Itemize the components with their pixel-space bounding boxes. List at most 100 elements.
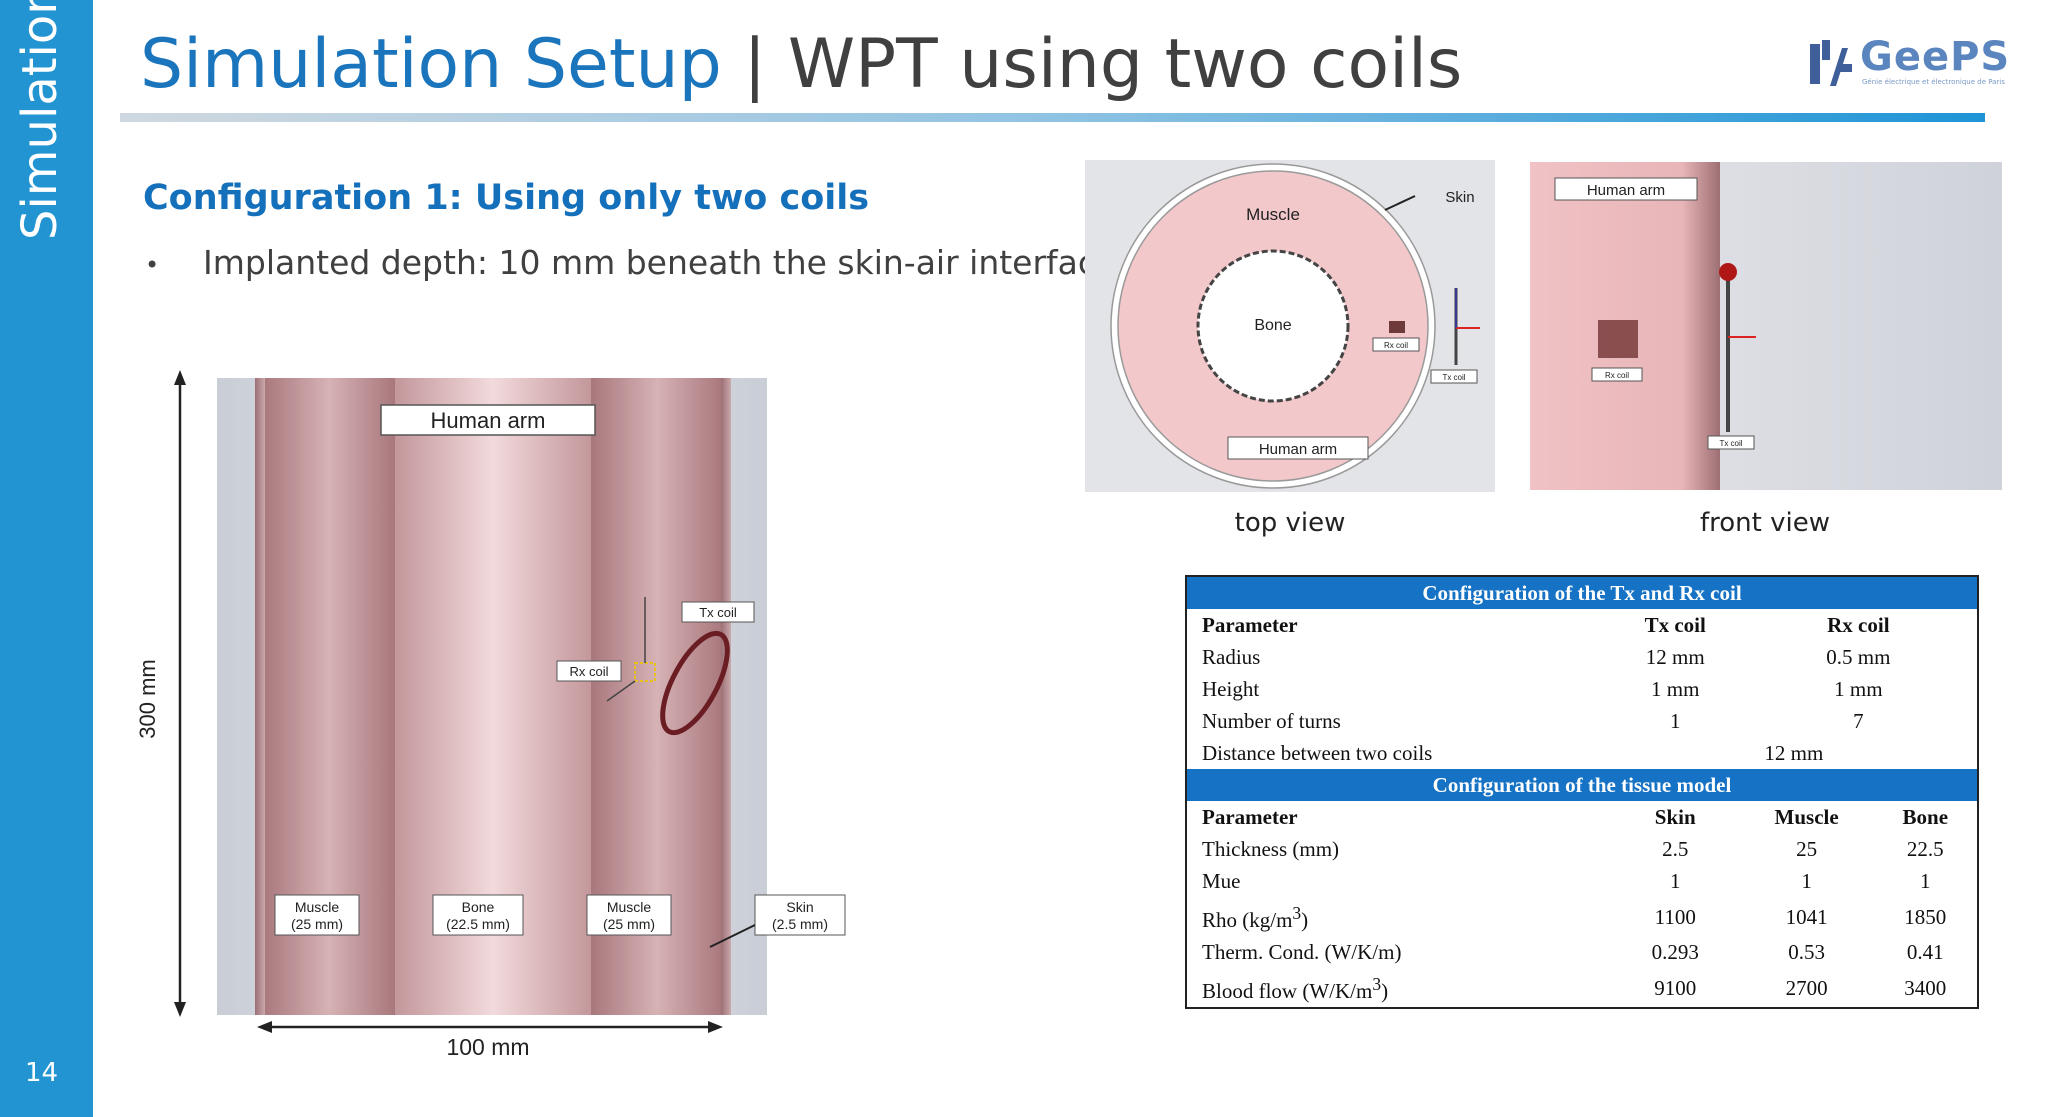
layer-label-size: (22.5 mm)	[446, 916, 510, 932]
arm-height-dimension: 300 mm	[135, 659, 160, 738]
param-superscript: 3	[1292, 903, 1302, 923]
table-row: Rho (kg/m3) 1100 1041 1850	[1186, 897, 1978, 936]
top-label-human-arm: Human arm	[1259, 441, 1337, 458]
coil-header-row: Parameter Tx coil Rx coil	[1186, 609, 1978, 641]
arm-label-tx-coil: Tx coil	[699, 605, 737, 620]
table-cell: Radius	[1202, 645, 1261, 669]
table-cell: 0.41	[1906, 940, 1944, 964]
arm-label-human-arm: Human arm	[431, 408, 546, 433]
table-row: Height 1 mm 1 mm	[1186, 673, 1978, 705]
top-label-tx-coil: Tx coil	[1442, 373, 1465, 382]
table-cell: 12 mm	[1645, 645, 1705, 669]
logo-subtitle: Génie électrique et électronique de Pari…	[1862, 78, 2005, 86]
tissue-header-skin: Skin	[1654, 805, 1696, 829]
arm-label-rx-coil: Rx coil	[569, 664, 608, 679]
table-cell: 0.5 mm	[1826, 645, 1891, 669]
top-label-muscle: Muscle	[1246, 205, 1300, 224]
table-row: Number of turns 1 7	[1186, 705, 1978, 737]
top-view-figure: Muscle Bone Skin Human arm Rx coil Tx co…	[1085, 160, 1495, 492]
tissue-header-muscle: Muscle	[1774, 805, 1839, 829]
table-cell: 0.53	[1788, 940, 1825, 964]
table-cell: 9100	[1654, 975, 1697, 1000]
table-row: Mue 1 1 1	[1186, 865, 1978, 897]
front-view-caption: front view	[1700, 508, 1830, 538]
table-cell: Thickness (mm)	[1202, 837, 1340, 861]
layer-label-name: Muscle	[295, 899, 340, 915]
page-title: Simulation Setup | WPT using two coils	[140, 20, 1462, 110]
header-divider	[120, 113, 1985, 122]
section-heading: Configuration 1: Using only two coils	[143, 178, 870, 218]
bullet-item: • Implanted depth: 10 mm beneath the skin…	[145, 243, 1116, 282]
table-cell: 1041	[1785, 904, 1828, 929]
tissue-header-parameter: Parameter	[1202, 805, 1298, 829]
sidebar: Simulation 14	[0, 0, 93, 1117]
table-row: Therm. Cond. (W/K/m) 0.293 0.53 0.41	[1186, 936, 1978, 968]
table-cell: 1	[1669, 709, 1681, 733]
param-tail: )	[1301, 908, 1309, 932]
arm-width-dimension: 100 mm	[446, 1034, 529, 1060]
bullet-text: Implanted depth: 10 mm beneath the skin-…	[203, 243, 1117, 282]
distance-label: Distance between two coils	[1202, 741, 1433, 765]
table-cell: 3400	[1904, 975, 1947, 1000]
layer-label-size: (2.5 mm)	[772, 916, 828, 932]
table-cell: 2700	[1785, 975, 1828, 1000]
tissue-header-row: Parameter Skin Muscle Bone	[1186, 801, 1978, 833]
title-part1: Simulation Setup	[140, 25, 722, 104]
table-cell: Blood flow (W/K/m3)	[1186, 968, 1611, 1008]
table-row: Thickness (mm) 2.5 25 22.5	[1186, 833, 1978, 865]
top-label-rx-coil: Rx coil	[1384, 341, 1408, 350]
distance-value: 12 mm	[1764, 741, 1824, 765]
geeps-logo-mark-icon	[1810, 40, 1852, 86]
layer-label-name: Muscle	[607, 899, 652, 915]
arm-model-figure: Human arm Tx coil Rx coil 300 mm 100 mm …	[135, 370, 846, 1060]
param-superscript: 3	[1372, 974, 1382, 994]
title-part2: WPT using two coils	[787, 25, 1463, 104]
table-cell: 1	[1920, 869, 1931, 893]
table-cell: 1 mm	[1651, 677, 1700, 701]
table-cell: Therm. Cond. (W/K/m)	[1202, 940, 1402, 964]
front-label-human-arm: Human arm	[1587, 182, 1665, 199]
sidebar-label: Simulation	[12, 0, 68, 240]
param-text: Blood flow (W/K/m	[1202, 979, 1373, 1003]
table-cell: 1	[1669, 869, 1681, 893]
layer-label-name: Skin	[786, 899, 813, 915]
table-cell: 1100	[1654, 904, 1696, 929]
table-row: Blood flow (W/K/m3) 9100 2700 3400	[1186, 968, 1978, 1008]
table-cell: Rho (kg/m3)	[1186, 897, 1611, 936]
coil-header-rx: Rx coil	[1827, 613, 1890, 637]
tissue-header-bone: Bone	[1902, 805, 1949, 829]
table-cell: Height	[1202, 677, 1260, 701]
front-label-tx-coil: Tx coil	[1719, 439, 1742, 448]
front-view-figure: Human arm Rx coil Tx coil	[1530, 162, 2002, 490]
table-cell: Mue	[1202, 869, 1241, 893]
coil-table-title: Configuration of the Tx and Rx coil	[1186, 576, 1978, 609]
table-row: Distance between two coils 12 mm	[1186, 737, 1978, 769]
coil-header-tx: Tx coil	[1644, 613, 1706, 637]
top-label-skin: Skin	[1445, 189, 1474, 206]
table-cell: Number of turns	[1202, 709, 1341, 733]
bullet-dot-icon: •	[145, 250, 160, 279]
param-tail: )	[1381, 979, 1389, 1003]
table-cell: 0.293	[1651, 940, 1699, 964]
tissue-table-title: Configuration of the tissue model	[1186, 769, 1978, 801]
layer-label-name: Bone	[462, 899, 495, 915]
table-cell: 22.5	[1906, 837, 1944, 861]
table-row: Radius 12 mm 0.5 mm	[1186, 641, 1978, 673]
table-cell: 2.5	[1662, 837, 1689, 861]
table-cell: 7	[1853, 709, 1864, 733]
table-cell: 1850	[1904, 904, 1947, 929]
logo-name: GeePS	[1860, 34, 2011, 80]
geeps-logo: GeePS Génie électrique et électronique d…	[1808, 32, 2009, 92]
layer-label-size: (25 mm)	[603, 916, 655, 932]
top-label-bone: Bone	[1254, 317, 1291, 334]
front-label-rx-coil: Rx coil	[1605, 371, 1629, 380]
table-cell: 1 mm	[1834, 677, 1883, 701]
table-cell: 25	[1796, 837, 1818, 861]
coil-header-parameter: Parameter	[1202, 613, 1298, 637]
configuration-table: Configuration of the Tx and Rx coil Para…	[1185, 575, 1979, 1009]
title-separator: |	[721, 25, 788, 104]
top-view-caption: top view	[1234, 508, 1346, 538]
page-number: 14	[24, 1058, 59, 1088]
param-text: Rho (kg/m	[1202, 908, 1293, 932]
layer-label-size: (25 mm)	[291, 916, 343, 932]
